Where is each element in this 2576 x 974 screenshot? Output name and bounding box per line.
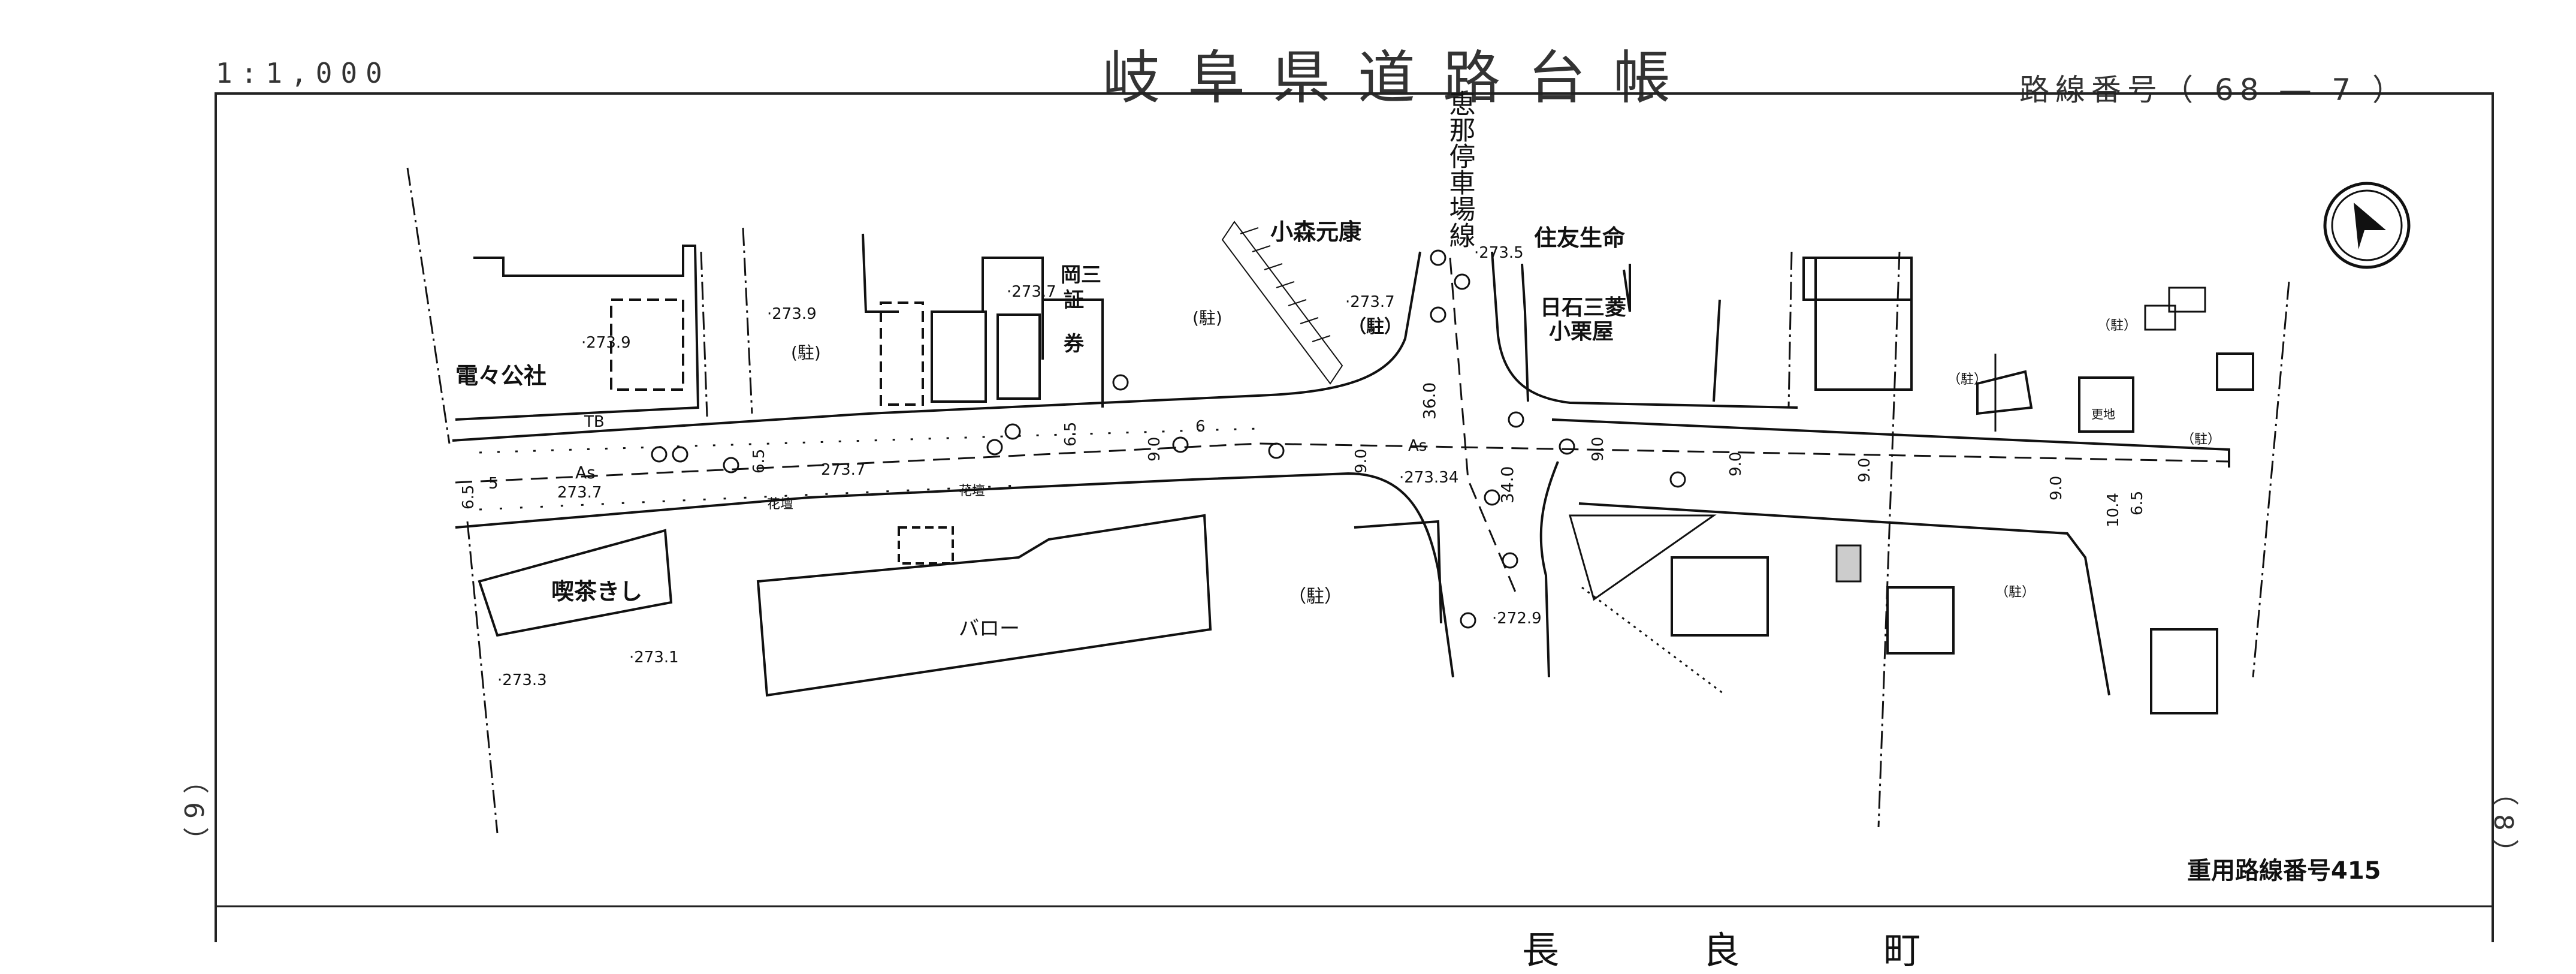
map-scale: 1:1,000 bbox=[216, 57, 391, 89]
sheet-frame bbox=[215, 92, 2494, 942]
elevation-label: 273.7 bbox=[821, 461, 865, 479]
asphalt-label: As bbox=[1408, 437, 1427, 455]
building-label-okasan-2: 証 bbox=[1064, 288, 1084, 312]
flowerbed-label: 花壇 bbox=[767, 497, 793, 512]
building-label-nisseki: 日石三菱 bbox=[1540, 295, 1626, 320]
building-label-sumitomo: 住友生命 bbox=[1534, 225, 1625, 251]
right-margin-number: （ 8 ） bbox=[2488, 779, 2518, 866]
north-arrow-icon bbox=[2323, 182, 2411, 269]
width-label: 6.5 bbox=[1062, 422, 1080, 447]
width-label: 36.0 bbox=[1420, 382, 1439, 420]
crossing-road-label: 恵那停車場線 bbox=[1445, 90, 1475, 248]
width-label: 6.5 bbox=[750, 449, 768, 474]
curb-marks bbox=[479, 427, 1259, 511]
width-label: 10.4 bbox=[2104, 493, 2122, 527]
parking-label: （駐） bbox=[1947, 372, 1987, 387]
width-label: 6.5 bbox=[2128, 491, 2146, 515]
elevation-label: ·273.3 bbox=[497, 671, 547, 689]
building-label-okasan: 岡三 bbox=[1061, 263, 1101, 287]
building-label-denden: 電々公社 bbox=[455, 363, 546, 389]
elevation-label: ·272.9 bbox=[1492, 610, 1542, 628]
building-label-oguriya: 小栗屋 bbox=[1549, 319, 1614, 344]
right-lots bbox=[1835, 287, 2206, 583]
parking-label: (駐) bbox=[791, 343, 821, 363]
elevation-label: ·273.9 bbox=[581, 334, 631, 352]
building-label-kissa: 喫茶きし bbox=[551, 578, 642, 605]
parking-label: （駐） bbox=[2181, 432, 2221, 447]
parking-label: (駐) bbox=[1192, 308, 1222, 328]
lane-markings bbox=[455, 257, 2230, 594]
width-label: 9.0 bbox=[1856, 458, 1874, 483]
width-label: 6.5 bbox=[460, 485, 478, 509]
road-map: 恵那停車場線 電々公社 岡三 証 券 小森元康 住友生命 日石三菱 小栗屋 喫茶… bbox=[215, 90, 2494, 942]
hatched-building bbox=[1221, 221, 1343, 385]
elevation-label: 273.7 bbox=[557, 484, 602, 502]
elevation-label: ·273.7 bbox=[1345, 293, 1395, 311]
flowerbed-label: 花壇 bbox=[959, 484, 985, 499]
elevation-label: ·273.34 bbox=[1399, 469, 1458, 487]
elevation-label: ·273.9 bbox=[767, 305, 817, 323]
route-number: 路線番号（ 68 ― 7 ） bbox=[2019, 73, 2409, 107]
buildings-south bbox=[478, 352, 2254, 714]
width-label: 9.0 bbox=[2047, 476, 2065, 500]
parking-label: （駐） bbox=[1348, 316, 1402, 337]
public-route-number: 重用路線番号415 bbox=[2187, 857, 2381, 885]
elevation-label: ·273.7 bbox=[1007, 283, 1056, 301]
town-name: 長 良 町 bbox=[1522, 928, 1987, 972]
elevation-label: ·273.1 bbox=[629, 649, 679, 667]
width-label: 9.0 bbox=[1352, 449, 1370, 474]
asphalt-label: As bbox=[575, 463, 596, 483]
tb-label: TB bbox=[584, 413, 605, 431]
building-label-okasan-3: 券 bbox=[1064, 332, 1085, 356]
building-label-baro: バロー bbox=[959, 617, 1020, 641]
elevation-label: ·273.5 bbox=[1474, 244, 1524, 262]
parking-label: （駐） bbox=[1288, 586, 1342, 607]
width-label: 9.0 bbox=[1146, 437, 1164, 462]
boundaries bbox=[406, 167, 2290, 834]
building-label-komori: 小森元康 bbox=[1270, 219, 1361, 245]
width-label: 6 bbox=[1195, 418, 1206, 436]
width-label: 9.0 bbox=[1589, 437, 1607, 462]
left-margin-number: （ 6 ） bbox=[178, 767, 209, 854]
utility-markers bbox=[651, 249, 1686, 629]
width-label: 34.0 bbox=[1497, 466, 1517, 503]
parking-label: （駐） bbox=[2097, 318, 2137, 333]
vacant-lot-label: 更地 bbox=[2091, 407, 2115, 421]
main-road bbox=[452, 251, 2230, 696]
width-label: 5 bbox=[488, 475, 499, 493]
buildings-north bbox=[455, 233, 1913, 421]
width-label: 9.0 bbox=[1727, 452, 1745, 477]
parking-label: （駐） bbox=[1995, 585, 2035, 600]
traffic-island bbox=[1569, 514, 1726, 696]
page-title: 岐阜県道路台帳 bbox=[1103, 44, 1698, 111]
